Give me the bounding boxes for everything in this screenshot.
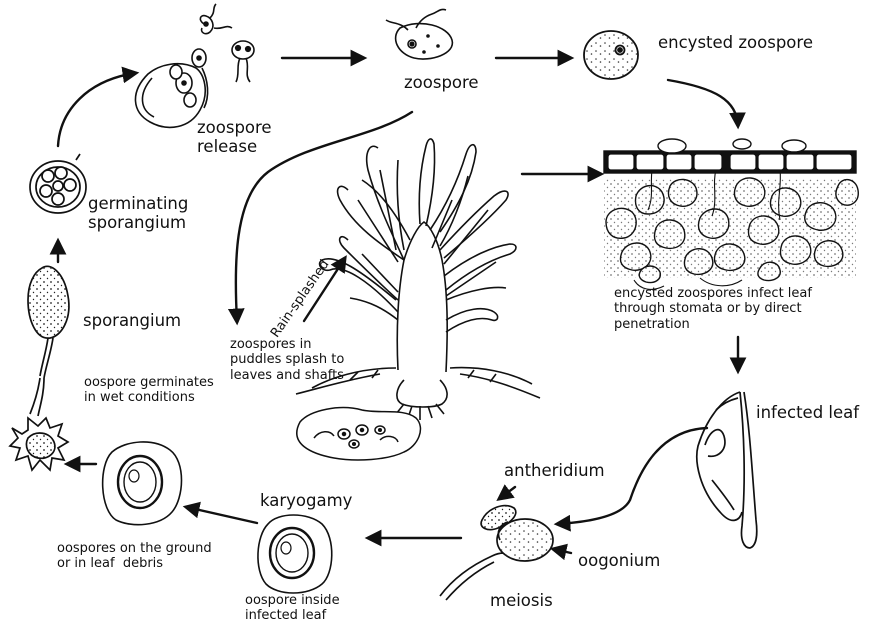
oospores-ground-label: oospores on the ground or in leaf debris [57,541,212,572]
zoospore-label: zoospore [404,73,479,92]
oospore-inside-leaf-label: oospore inside infected leaf [245,593,340,624]
zoospore-release-label: zoospore release [197,118,272,157]
cycle-arrow-icon [668,80,738,126]
oogonium-label: oogonium [578,551,660,570]
zoospore-release-illustration [135,4,254,127]
antheridium-label: antheridium [504,461,605,480]
puddle-splash-label: zoospores in puddles splash to leaves an… [230,337,344,383]
oospore-germinating-illustration [10,378,68,470]
oospore-inside-leaf-illustration [258,515,332,593]
meiosis-label: meiosis [490,591,553,610]
antheridium-oogonium-illustration [440,506,553,600]
cycle-arrow-icon [499,487,515,499]
leaf-tissue-cross-section-illustration [604,139,858,289]
leaf-infection-label: encysted zoospores infect leaf through s… [614,286,812,332]
encysted-zoospore-illustration [584,31,638,79]
puddle-illustration [297,408,421,460]
cycle-arrow-icon [186,507,257,523]
oospore-on-ground-illustration [103,442,182,525]
encysted-zoospore-label: encysted zoospore [658,33,813,52]
oospore-germinates-label: oospore germinates in wet conditions [84,375,214,406]
karyogamy-label: karyogamy [260,491,352,510]
germinating-sporangium-label: germinating sporangium [88,194,188,233]
germinating-sporangium-illustration [30,154,86,213]
infected-leaf-label: infected leaf [756,403,859,422]
sporangium-illustration [28,266,69,378]
sporangium-label: sporangium [83,311,181,330]
infected-leaf-illustration [697,392,757,548]
cycle-arrow-icon [58,73,136,146]
cycle-arrow-icon [553,549,571,553]
zoospore-illustration [386,9,452,59]
